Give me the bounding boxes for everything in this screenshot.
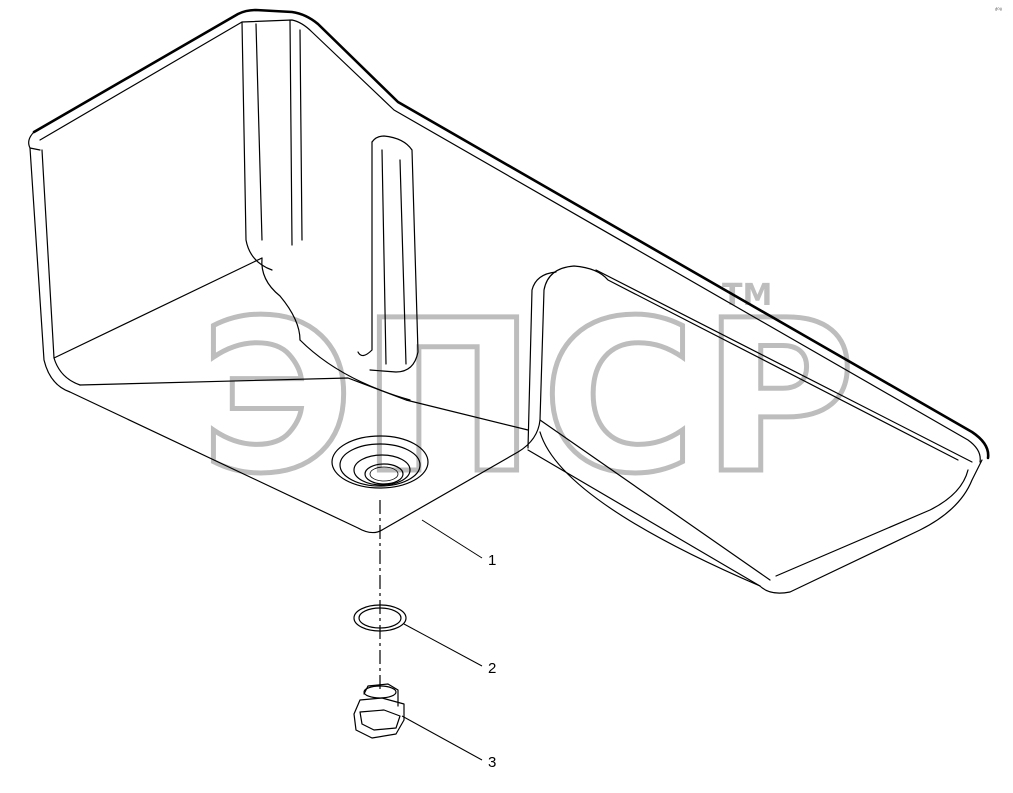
leader-line-1 bbox=[421, 519, 483, 559]
leader-line-3 bbox=[401, 715, 483, 761]
sealing-ring bbox=[353, 604, 407, 632]
oil-pan-flange bbox=[32, 8, 990, 460]
callout-3: 3 bbox=[488, 754, 496, 771]
watermark-trademark: TM bbox=[722, 278, 772, 313]
oil-pan-rib bbox=[369, 135, 419, 373]
drain-boss bbox=[331, 435, 429, 489]
oil-pan-left-wall bbox=[29, 147, 383, 534]
oil-pan-sump bbox=[381, 265, 959, 531]
callout-2: 2 bbox=[488, 660, 496, 677]
leader-line-2 bbox=[403, 623, 483, 667]
corner-mark: ᵈ⁰⁸ bbox=[995, 7, 1003, 14]
callout-1: 1 bbox=[488, 552, 496, 569]
drain-plug bbox=[353, 683, 405, 739]
oil-pan bbox=[28, 8, 990, 594]
